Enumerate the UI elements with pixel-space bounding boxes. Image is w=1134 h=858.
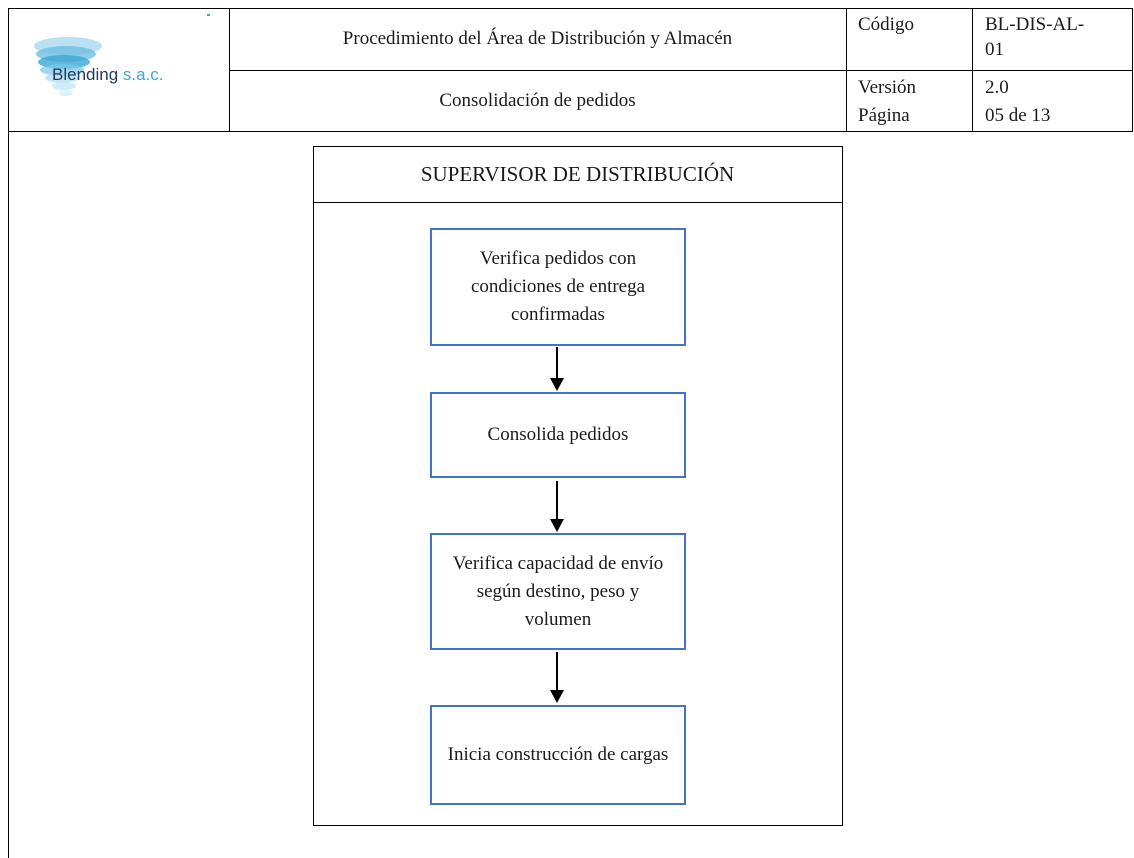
flow-step-verify-orders: Verifica pedidos con condiciones de entr… <box>430 228 686 346</box>
version-label: Versión <box>858 77 917 98</box>
company-logo: Blending s.a.c. <box>22 14 222 124</box>
flow-step-verify-capacity: Verifica capacidad de envío según destin… <box>430 533 686 650</box>
page-label: Página <box>858 105 910 126</box>
version-value: 2.0 <box>985 77 1009 98</box>
swirl-logo-icon <box>34 14 210 96</box>
logo-suffix: s.a.c. <box>122 65 164 84</box>
flow-step-start-loads: Inicia construcción de cargas <box>430 705 686 805</box>
procedure-title: Procedimiento del Área de Distribución y… <box>342 28 733 49</box>
page-value: 05 de 13 <box>985 105 1051 126</box>
flow-step-consolidate-orders: Consolida pedidos <box>430 392 686 478</box>
logo-brand: Blending <box>52 65 119 84</box>
document-subtitle: Consolidación de pedidos <box>439 90 636 111</box>
code-value-line1: BL-DIS-AL- <box>985 14 1085 35</box>
code-label: Código <box>858 14 914 35</box>
logo-wordmark: Blending s.a.c. <box>52 65 164 85</box>
code-value-line2: 01 <box>985 39 1004 60</box>
swimlane-title: SUPERVISOR DE DISTRIBUCIÓN <box>420 161 735 186</box>
